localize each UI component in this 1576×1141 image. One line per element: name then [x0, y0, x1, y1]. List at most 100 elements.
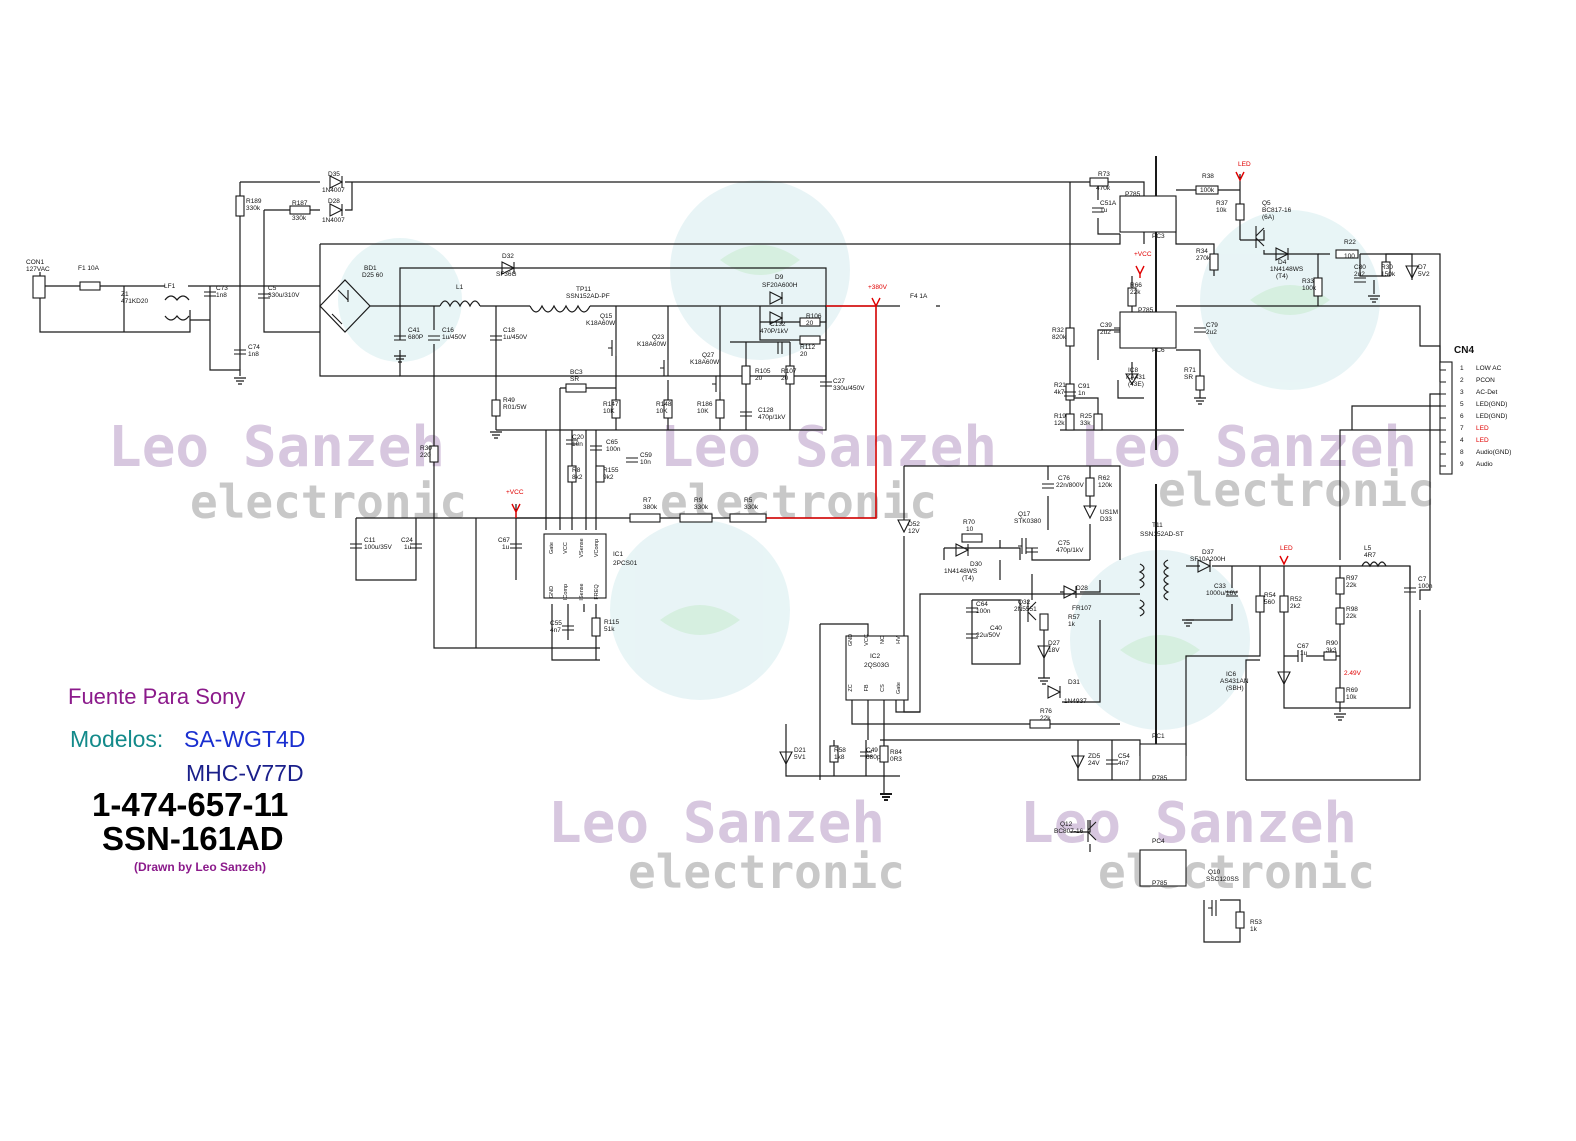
- component-label: 5: [1460, 401, 1464, 408]
- ic-pin-label: ISense: [579, 583, 585, 600]
- component-label: R70: [963, 519, 975, 526]
- ic-pin-label: VCC: [563, 542, 569, 554]
- component-label: 380k: [643, 504, 658, 511]
- watermark-name-5: Leo Sanzeh: [1020, 791, 1357, 856]
- component-label: R84: [890, 749, 902, 756]
- component-label: PC3: [1152, 233, 1165, 240]
- ic-pin-label: HV: [896, 636, 902, 644]
- resistor-r54: [1255, 595, 1265, 613]
- optocoupler-pc3: [1119, 195, 1177, 233]
- component-label: 1000u/16V: [1206, 590, 1238, 597]
- component-label: 7: [1460, 425, 1464, 432]
- resistor-r97: [1335, 577, 1345, 595]
- component-label: 100u/35V: [364, 544, 392, 551]
- component-label: 1n8: [216, 292, 227, 299]
- component-label: (6A): [1262, 214, 1274, 221]
- component-label: R69: [1346, 687, 1358, 694]
- resistor-r8: [567, 465, 577, 483]
- hv-rail: [766, 305, 877, 519]
- component-label: 127VAC: [26, 266, 50, 273]
- ic-pin-label: FREQ: [594, 584, 600, 600]
- author-credit: (Drawn by Leo Sanzeh): [134, 860, 267, 874]
- part-number: 1-474-657-11: [92, 786, 289, 823]
- component-label: R5: [744, 497, 753, 504]
- ic-pin-label: GND: [848, 634, 854, 646]
- component-label: 12V: [908, 528, 920, 535]
- component-label: 1k: [1250, 926, 1258, 933]
- component-label: BC3: [570, 369, 583, 376]
- component-label: 22k: [1346, 613, 1357, 620]
- ic-pin-label: GND: [549, 586, 555, 598]
- component-label: AC-Det: [1476, 389, 1498, 396]
- component-label: BD1: [364, 265, 377, 272]
- component-label: (T4): [962, 575, 974, 582]
- component-label: 1n: [1078, 390, 1086, 397]
- component-label: C55: [550, 620, 562, 627]
- component-label: ZD5: [1088, 753, 1101, 760]
- component-label: P785: [1152, 775, 1168, 782]
- component-label: 10n: [572, 441, 583, 448]
- board-title: Fuente Para Sony: [68, 684, 246, 709]
- component-label: R107: [781, 368, 797, 375]
- component-label: R52: [1290, 596, 1302, 603]
- component-label: 2: [1460, 377, 1464, 384]
- inductors: [164, 295, 1387, 617]
- component-label: C16: [442, 327, 454, 334]
- component-label: 680P: [408, 334, 423, 341]
- component-label: C132: [770, 321, 786, 328]
- component-label: 24V: [1088, 760, 1100, 767]
- resistor-bc3: [565, 383, 587, 393]
- component-label: 1N4148WS: [1270, 266, 1304, 273]
- component-label: R54: [1264, 592, 1276, 599]
- component-label: 1n8: [248, 351, 259, 358]
- resistor-r7: [629, 513, 661, 523]
- cn4-pins: [1440, 369, 1446, 467]
- component-label: R34: [1196, 248, 1208, 255]
- connector-con1: [32, 275, 46, 299]
- component-label: 10n: [640, 459, 651, 466]
- component-label: Q5: [1262, 200, 1271, 207]
- resistor-r19: [1065, 413, 1075, 431]
- ic-pin-label: CS: [880, 684, 886, 692]
- component-label: 22k: [1346, 582, 1357, 589]
- resistor-r155: [595, 465, 605, 483]
- component-label: 150k: [1381, 271, 1396, 278]
- component-label: F4 1A: [910, 293, 928, 300]
- ic2-2qs03g: [845, 635, 909, 701]
- resistor-r107: [785, 365, 795, 385]
- component-label: +VCC: [1134, 251, 1152, 258]
- component-label: D27: [1048, 640, 1060, 647]
- component-label: LED: [1280, 545, 1293, 552]
- component-label: C128: [758, 407, 774, 414]
- component-label: Q32: [1018, 599, 1031, 606]
- component-label: D7: [1418, 264, 1427, 271]
- resistor-r52: [1279, 595, 1289, 613]
- optocoupler-pc4: [1139, 849, 1187, 887]
- component-label: R25: [1080, 413, 1092, 420]
- component-label: 5V1: [794, 754, 806, 761]
- component-label: R112: [800, 344, 815, 351]
- resistor-r5: [729, 513, 767, 523]
- component-label: C80: [1354, 264, 1366, 271]
- component-label: K18A60W: [586, 320, 616, 327]
- component-label: C64: [976, 601, 988, 608]
- component-label: 12k: [1054, 420, 1065, 427]
- resistor-r58: [829, 745, 839, 763]
- component-label: (T4): [1276, 273, 1288, 280]
- component-label: 1u: [502, 544, 510, 551]
- component-label: 1k8: [834, 754, 845, 761]
- component-label: R105: [755, 368, 771, 375]
- component-label: LED: [1238, 161, 1251, 168]
- ic-pin-label: ZC: [848, 684, 854, 691]
- component-label: 2QS03G: [864, 662, 889, 669]
- component-label: 4n7: [550, 627, 561, 634]
- board-code: SSN-161AD: [102, 820, 284, 857]
- component-label: D4: [1278, 259, 1287, 266]
- resistor-r147: [611, 399, 621, 419]
- component-label: PC1: [1152, 733, 1165, 740]
- component-label: D30: [970, 561, 982, 568]
- component-label: 100n: [976, 608, 991, 615]
- component-label: 10K: [656, 408, 668, 415]
- resistor-r22: [1335, 249, 1359, 259]
